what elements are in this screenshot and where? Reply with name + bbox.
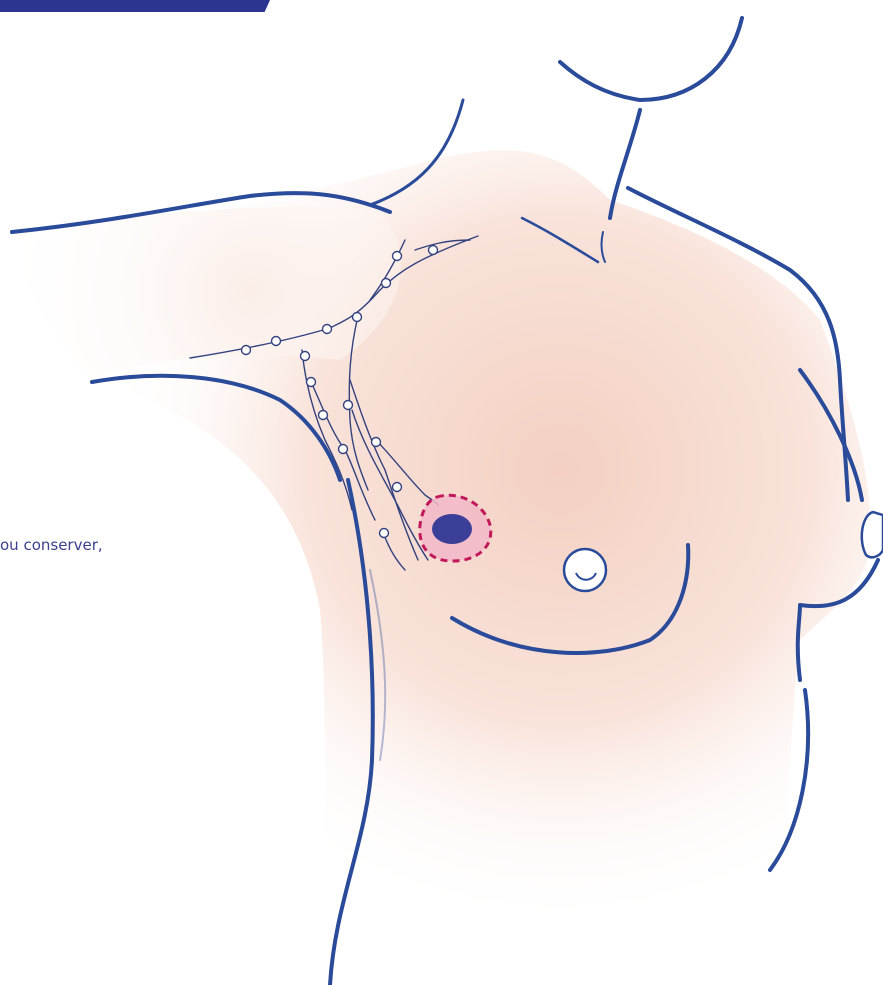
- lymph-node: [344, 401, 353, 410]
- lymph-node: [242, 346, 251, 355]
- lymph-node: [307, 378, 316, 387]
- left-nipple: [564, 549, 606, 591]
- lymph-node: [319, 411, 328, 420]
- arm-skin: [10, 207, 401, 380]
- caption-text: ou conserver,: [0, 536, 103, 554]
- lymph-node: [380, 529, 389, 538]
- lymph-node: [382, 279, 391, 288]
- lymph-node: [339, 445, 348, 454]
- tumor: [432, 514, 472, 544]
- neck-right-outline: [560, 18, 742, 100]
- right-nipple: [862, 512, 883, 557]
- lymph-node: [372, 438, 381, 447]
- lymph-node: [323, 325, 332, 334]
- neck-right-lower: [610, 110, 640, 218]
- lymph-node: [301, 352, 310, 361]
- lymph-node: [393, 483, 402, 492]
- lymph-node: [393, 252, 402, 261]
- lymph-node: [429, 246, 438, 255]
- lymph-node: [353, 313, 362, 322]
- lymph-node: [272, 337, 281, 346]
